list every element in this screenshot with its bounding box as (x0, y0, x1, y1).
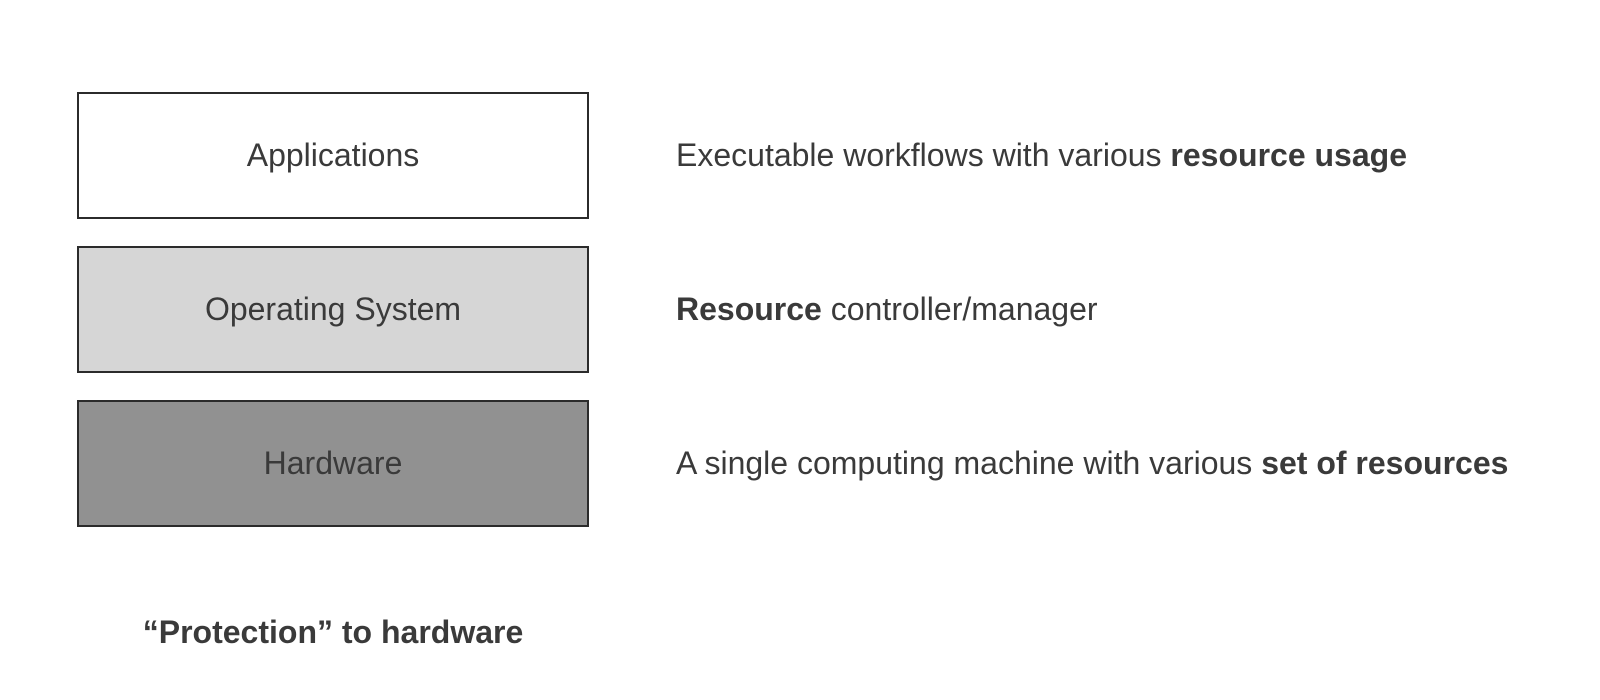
description-hardware-bold: set of resources (1261, 445, 1509, 481)
layer-box-operating-system: Operating System (77, 246, 589, 373)
description-applications: Executable workflows with various resour… (676, 92, 1407, 219)
layer-label-hardware: Hardware (263, 445, 403, 481)
layer-label-operating-system: Operating System (204, 291, 462, 327)
layer-label-applications: Applications (246, 137, 420, 173)
layer-box-applications: Applications (77, 92, 589, 219)
description-os-bold: Resource (676, 291, 822, 327)
description-operating-system: Resource controller/manager (676, 246, 1098, 373)
description-os-after: controller/manager (821, 291, 1098, 327)
description-hardware-text: A single computing machine with various (676, 445, 1262, 481)
caption-protection: “Protection” to hardware (142, 614, 524, 650)
description-applications-bold: resource usage (1170, 137, 1407, 173)
description-applications-text: Executable workflows with various (676, 137, 1171, 173)
description-hardware: A single computing machine with various … (676, 400, 1508, 527)
layer-box-hardware: Hardware (77, 400, 589, 527)
